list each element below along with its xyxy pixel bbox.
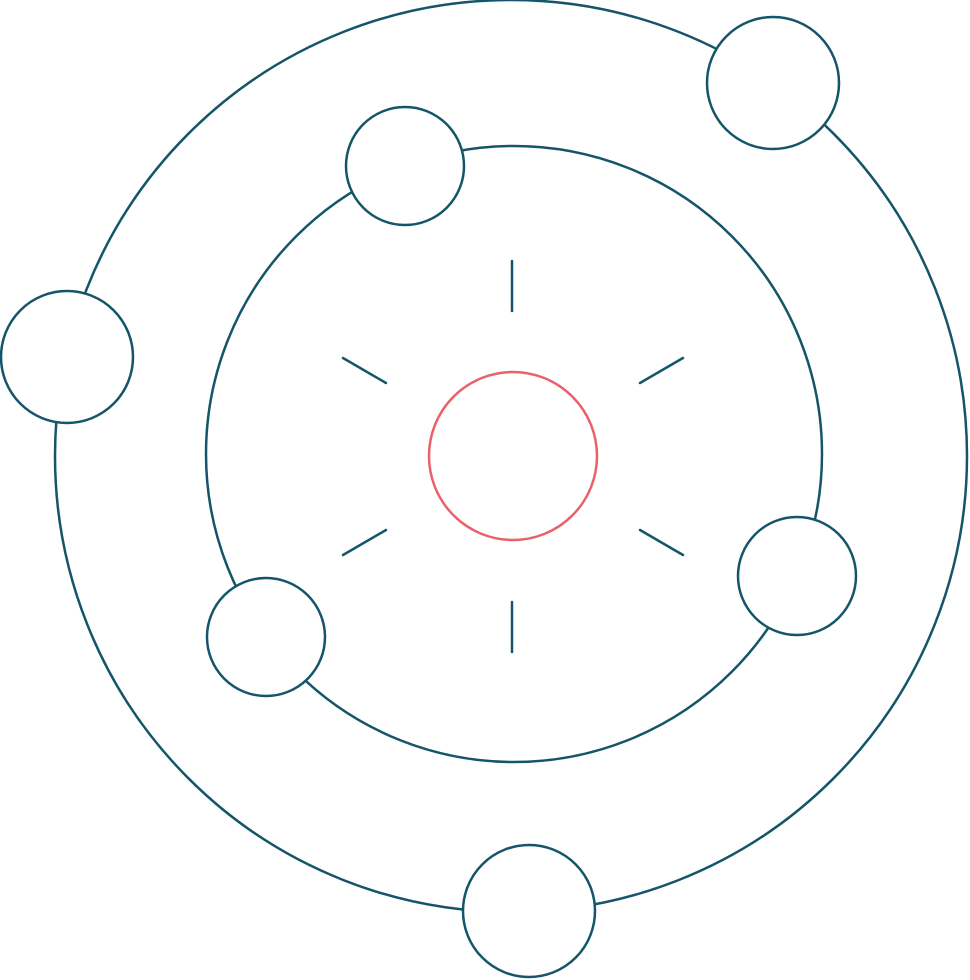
- sun-ray-bottom-left: [341, 528, 388, 557]
- planet-inner-right: [736, 515, 858, 637]
- sun-ray-top-left: [341, 356, 388, 385]
- planet-outer-top-right: [705, 15, 841, 151]
- inner-orbit: [204, 144, 824, 764]
- planet-outer-left: [0, 289, 135, 425]
- sun: [427, 370, 599, 542]
- planet-inner-bottom-left: [205, 576, 327, 698]
- planet-outer-bottom: [461, 843, 597, 979]
- planet-inner-top: [344, 105, 466, 227]
- sun-rays: [341, 259, 685, 654]
- sun-ray-bottom-right: [638, 528, 685, 557]
- planets: [0, 15, 858, 979]
- sun-ray-top-right: [638, 356, 685, 385]
- outer-orbit: [53, 0, 969, 914]
